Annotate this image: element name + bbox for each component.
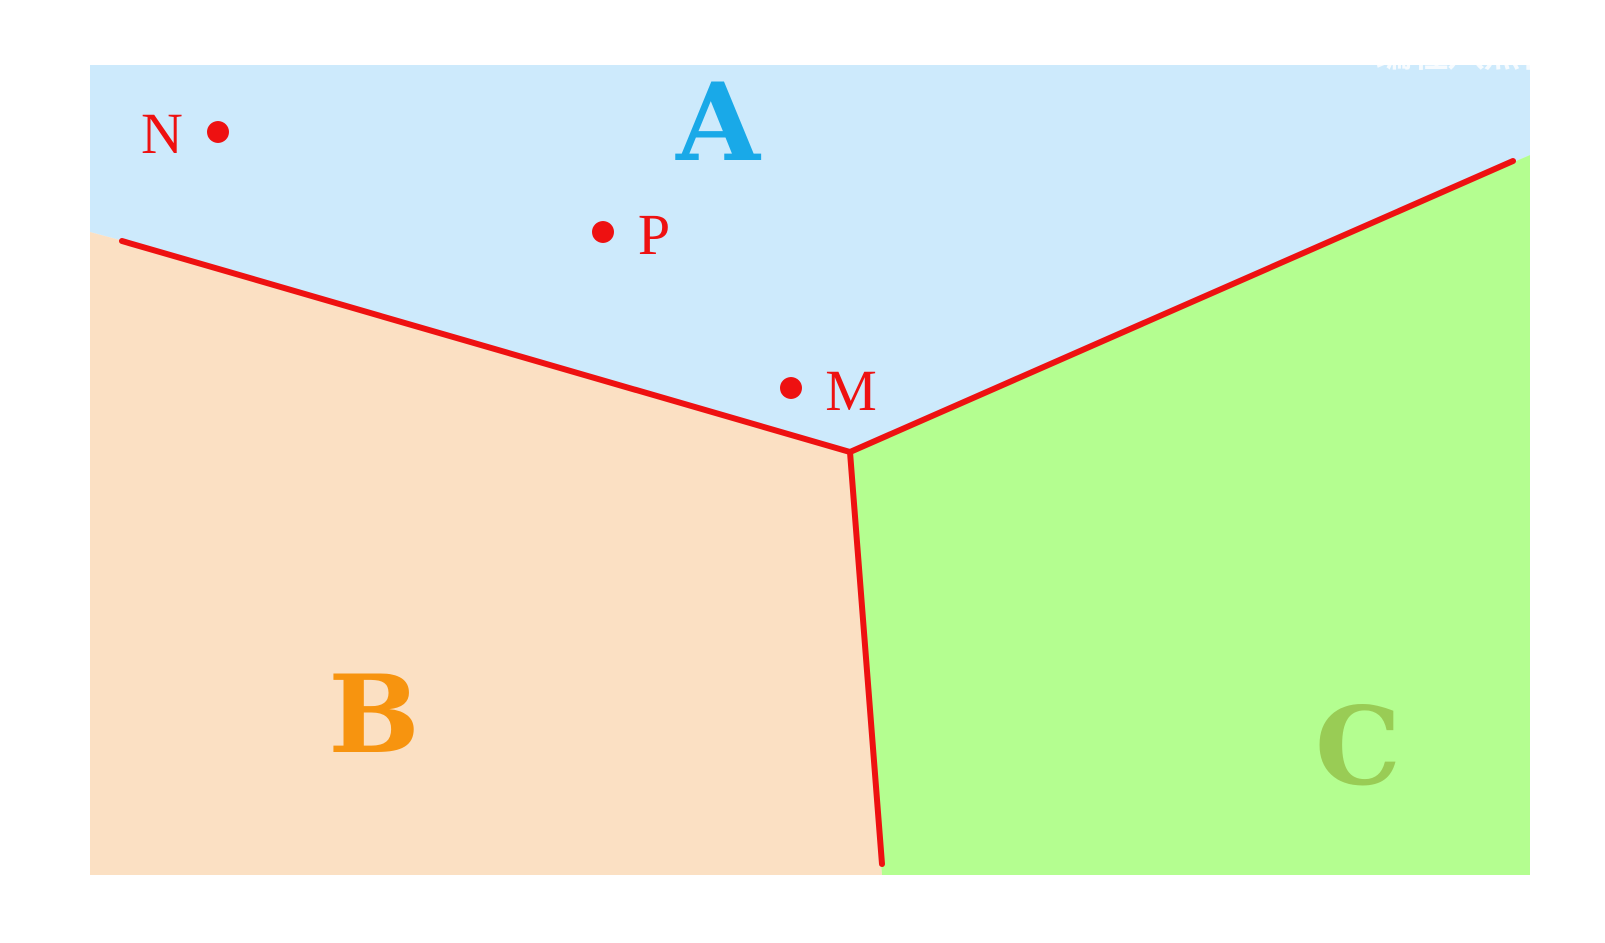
point-p-marker (592, 221, 614, 243)
point-m-marker (780, 377, 802, 399)
boundary-line-ac (847, 158, 1516, 455)
watermark-text: 编程八点档 (1376, 34, 1556, 75)
boundary-line-bc (847, 449, 885, 867)
region-c (850, 155, 1530, 875)
point-m-label: M (825, 358, 877, 423)
point-p-label: P (638, 202, 670, 267)
boundary-line-ab (119, 238, 853, 455)
region-a-label: A (675, 60, 762, 186)
region-b (90, 232, 882, 875)
region-b-label: B (328, 652, 419, 778)
point-n-label: N (141, 101, 183, 166)
region-c-label: C (1315, 684, 1401, 810)
point-n-marker (207, 121, 229, 143)
region-a (90, 65, 1530, 452)
